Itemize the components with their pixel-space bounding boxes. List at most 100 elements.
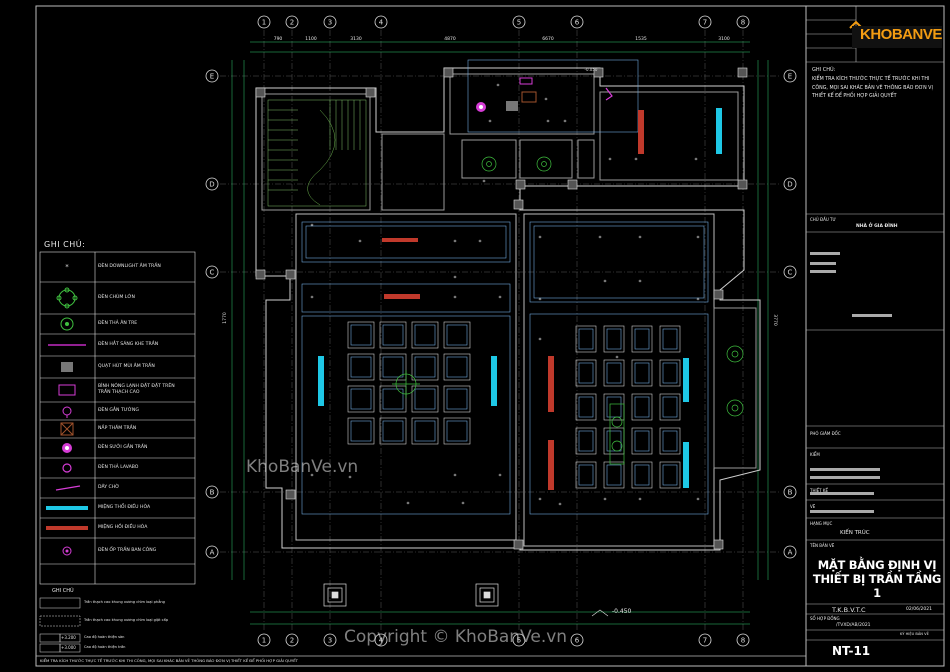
downlight-icon: *: [604, 279, 607, 286]
downlight-icon: *: [639, 497, 642, 504]
column: [255, 87, 266, 98]
legend-label: ĐÈN THẢ ÂN TRE: [98, 321, 138, 326]
balcony-lamp-icon: [62, 546, 72, 556]
supply-vent-dining-right: [683, 358, 689, 402]
downlight-icon: *: [311, 473, 314, 480]
downlight-icon: *: [697, 497, 700, 504]
grid-bubble-col: [736, 15, 750, 29]
dim-text: 3130: [350, 36, 362, 42]
coffer-panel: [379, 417, 407, 445]
downlight-icon: *: [359, 239, 362, 246]
legend2-title: GHI CHÚ: [52, 588, 74, 594]
coffer-panel-inner: [606, 430, 622, 452]
grid-bubble-col: [323, 633, 337, 647]
coffer-panel-inner: [446, 324, 468, 346]
coffer-panel-inner: [634, 396, 650, 418]
coffer-panel-inner: [414, 388, 436, 410]
coffer-panel: [443, 417, 471, 445]
grid-label-col: 7: [703, 637, 707, 645]
coffer-panel-inner: [606, 362, 622, 384]
grid-bubble-row: [783, 69, 797, 83]
coffer-panel-inner: [414, 420, 436, 442]
grid-bubble-row: [205, 545, 219, 559]
coffer-panel-inner: [350, 420, 372, 442]
coffer-panel-inner: [606, 464, 622, 486]
supply-vent-living-left: [318, 356, 324, 406]
grid-bubble-row: [205, 177, 219, 191]
exhaust-fan-icon: [506, 101, 518, 111]
coffer-panel: [379, 321, 407, 349]
downlight-icon: *: [489, 119, 492, 126]
wire-icon: [55, 485, 81, 491]
category-label: HẠNG MỤC: [810, 521, 833, 526]
grid-label-row: B: [788, 489, 793, 497]
grid-bubble-col: [512, 15, 526, 29]
grid-bubble-row: [205, 265, 219, 279]
coffer-panel: [575, 393, 597, 421]
coffer-panel-inner: [634, 362, 650, 384]
coffer-panel-inner: [382, 356, 404, 378]
grid-bubble-col: [257, 15, 271, 29]
legend2-tag-2: +3.000: [61, 645, 76, 650]
coffer-panel-inner: [634, 328, 650, 350]
grid-bubble-col: [285, 633, 299, 647]
downlight-icon: *: [407, 501, 410, 508]
contract-label: SỐ HỢP ĐỒNG: [810, 616, 840, 621]
supply-vent-dining-right2: [683, 442, 689, 488]
coffer-panel-inner: [662, 396, 678, 418]
watermark-center: KhoBanVe.vn: [246, 457, 359, 477]
legend-label: ĐÈN GẮN TƯỜNG: [98, 408, 139, 413]
downlight-icon: *: [462, 501, 465, 508]
column: [737, 179, 748, 190]
coffer-panel: [631, 359, 653, 387]
downlight-icon: *: [604, 497, 607, 504]
coffer-panel: [443, 385, 471, 413]
downlight-icon: *: [497, 83, 500, 90]
grid-label-row: E: [788, 73, 792, 81]
coffer-panel: [659, 393, 681, 421]
soffit-frames: [301, 59, 709, 515]
legend-label: ĐÈN SƯỞI GẮN TRẦN: [98, 445, 148, 450]
grid-label-col: 8: [741, 19, 745, 27]
legend-label: DÂY CHỜ: [98, 485, 120, 490]
project-name: NHÀ Ở GIA ĐÌNH: [856, 224, 898, 229]
coffer-panel-inner: [446, 388, 468, 410]
grid-label-row: C: [210, 269, 215, 277]
drawing-title: MẶT BẰNG ĐỊNH VỊ THIẾT BỊ TRẦN TẦNG 1: [812, 558, 942, 600]
sheet-number: NT-11: [832, 644, 871, 658]
coffer-panel-inner: [382, 420, 404, 442]
grid-bubble-col: [374, 15, 388, 29]
grid-label-col: 2: [290, 637, 294, 645]
return-vent-hall: [382, 238, 418, 242]
legend-label: QUẠT HÚT MÙI ÂM TRẦN: [98, 364, 155, 369]
khobanve-logo: [849, 20, 942, 48]
dim-text: 6670: [542, 36, 554, 42]
grid-label-row: A: [210, 549, 215, 557]
column: [737, 67, 748, 78]
category-value: KIẾN TRÚC: [840, 530, 870, 536]
owner-label: CHỦ ĐẦU TƯ: [810, 217, 836, 222]
column: [513, 199, 524, 210]
sheet-label: KÝ HIỆU BẢN VẼ: [900, 632, 929, 636]
downlight-icon: *: [483, 179, 486, 186]
director-label: PHÓ GIÁM ĐỐC: [810, 431, 841, 436]
grid-bubble-row: [783, 485, 797, 499]
coffer-panel-inner: [662, 362, 678, 384]
coffer-ceiling-living: [347, 321, 471, 445]
entry-columns: [323, 583, 499, 607]
grid-label-row: D: [209, 181, 214, 189]
dim-text: 3770: [772, 314, 778, 326]
downlight-icon: *: [639, 235, 642, 242]
downlight-icon: *: [539, 297, 542, 304]
grid-bubble-row: [783, 265, 797, 279]
notes-label: GHI CHÚ:: [812, 67, 836, 73]
grid-label-col: 5: [517, 19, 521, 27]
downlight-icon: *: [697, 235, 700, 242]
sheet-frame: [35, 5, 945, 667]
supply-vent-bedroom: [716, 108, 722, 154]
legend2-row-1: Trần thạch cao khung xương chìm loại phẳ…: [84, 600, 165, 604]
coffer-panel: [631, 461, 653, 489]
downlight-icon: *: [564, 119, 567, 126]
grid-label-row: E: [210, 73, 214, 81]
